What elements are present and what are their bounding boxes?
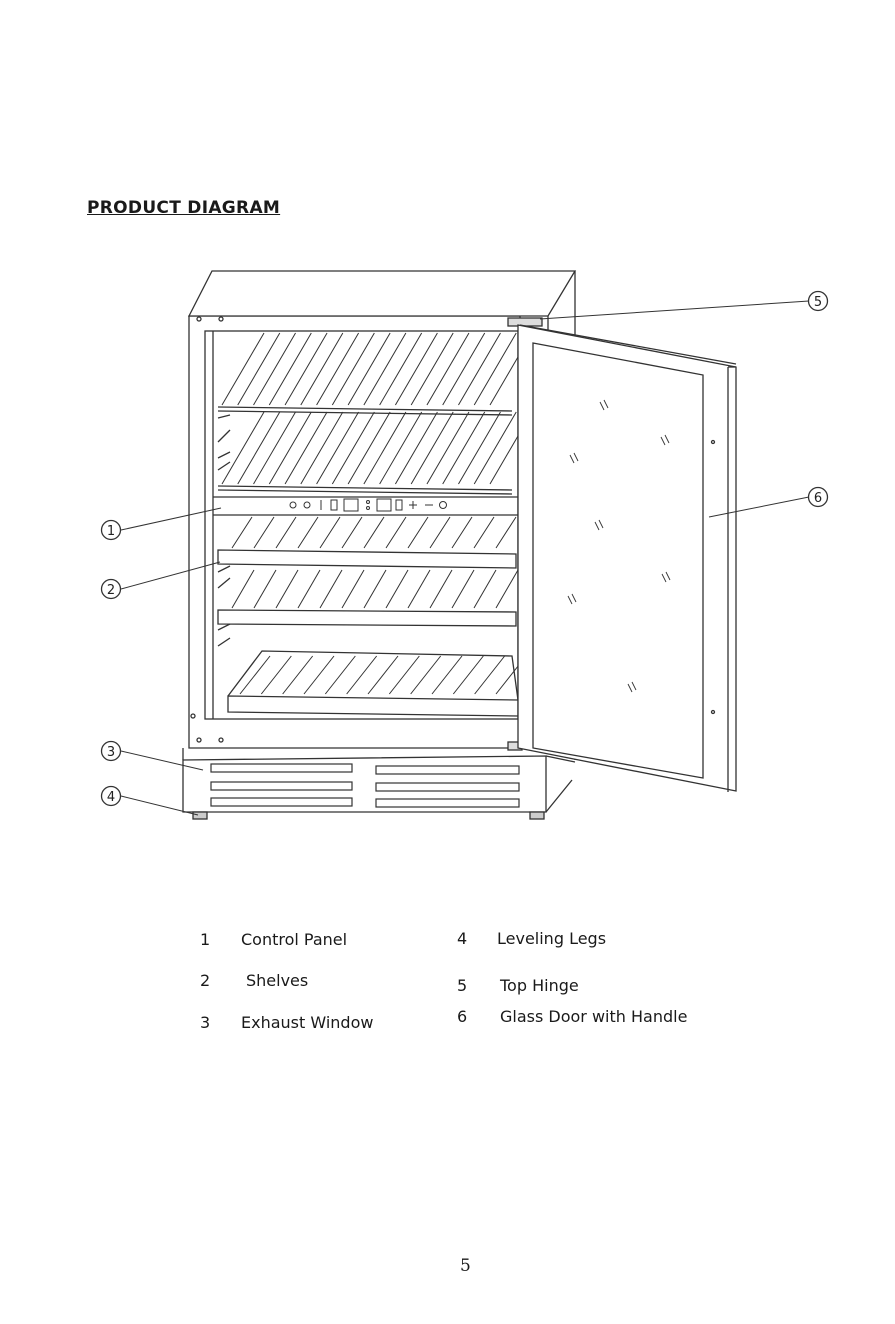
legend-label: Top Hinge [500, 976, 579, 995]
callout-4: 4 [107, 790, 115, 805]
callout-1: 1 [107, 524, 115, 539]
shelf-front-2 [218, 610, 516, 626]
legend-label: Control Panel [241, 930, 347, 949]
callout-5: 5 [814, 295, 822, 310]
legend-label: Glass Door with Handle [500, 1007, 687, 1026]
cabinet-frame [189, 316, 520, 748]
legend-label: Exhaust Window [241, 1013, 373, 1032]
legend-label: Leveling Legs [497, 929, 606, 948]
leader-5 [540, 301, 809, 319]
legend-number: 2 [200, 971, 210, 990]
legend-number: 3 [200, 1013, 210, 1032]
legend-number: 5 [457, 976, 467, 995]
leveling-leg-right [530, 812, 544, 819]
callout-2: 2 [107, 583, 115, 598]
callout-3: 3 [107, 745, 115, 760]
leveling-leg-left [193, 812, 207, 819]
legend-number: 4 [457, 929, 467, 948]
cabinet-top [189, 271, 575, 316]
legend-number: 6 [457, 1007, 467, 1026]
legend-label: Shelves [246, 971, 308, 990]
page-number: 5 [460, 1256, 471, 1276]
callout-6: 6 [814, 491, 822, 506]
top-hinge [508, 318, 542, 326]
legend-number: 1 [200, 930, 210, 949]
